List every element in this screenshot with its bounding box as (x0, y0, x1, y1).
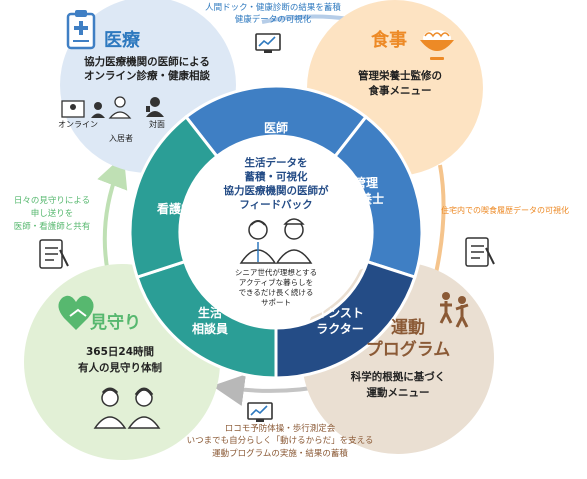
ring-dietitian-label-1: 管理 (353, 176, 378, 190)
resident-label: 入居者 (109, 134, 133, 143)
ring-instructor-label-2: ラクター (316, 322, 364, 336)
ring-segment-nurse (128, 114, 220, 280)
center-disc (184, 140, 368, 324)
medical-description-2: オンライン診療・健康相談 (84, 70, 210, 82)
note-bottom-3: 運動プログラムの実施・結果の蓄積 (212, 449, 348, 459)
checklist-icon (39, 239, 69, 269)
exercise-title-2: プログラム (365, 340, 451, 360)
watch-description-1: 365日24時間 (85, 346, 155, 358)
center-line-3: 協力医療機関の医師が (223, 185, 329, 197)
medical-description-1: 協力医療機関の医師による (84, 56, 210, 68)
meal-description-1: 管理栄養士監修の (358, 70, 442, 82)
center-line-1: 生活データを (244, 157, 308, 169)
monitor-chart-icon (247, 402, 273, 422)
ring-instructor-label-1: インスト (316, 306, 364, 320)
monitor-chart-icon (255, 33, 281, 53)
ring-counselor-label-2: 相談員 (191, 322, 228, 336)
ring-doctor-label: 医師 (263, 121, 288, 135)
exercise-title-1: 運動 (391, 318, 425, 338)
center-sub-2: アクティブな暮らしを (238, 278, 314, 287)
note-left-3: 医師・看護師と共有 (13, 222, 91, 232)
exercising-people-icon (439, 292, 469, 328)
in-person-consultation-icon (146, 97, 164, 117)
meal-title: 食事 (371, 30, 407, 51)
doctor-icon (239, 220, 277, 264)
ring-counselor-label-1: 生活 (197, 306, 222, 320)
note-left-2: 申し送りを (30, 209, 74, 219)
heart-hand-icon (58, 295, 94, 330)
in-person-label: 対面 (149, 120, 165, 129)
checklist-icon (465, 237, 495, 267)
watch-description-2: 有人の見守り体制 (78, 362, 162, 374)
note-top-2: 健康データの可視化 (234, 15, 312, 25)
note-bottom-2: いつまでも自分らしく「動けるからだ」を支える (186, 436, 374, 446)
ring-dietitian-label-2: 栄養士 (347, 192, 384, 206)
note-right: 住宅内での喫食履歴データの可視化 (441, 206, 569, 215)
clipboard-cross-icon (66, 10, 96, 50)
center-line-2: 蓄積・可視化 (244, 171, 308, 183)
meal-description-2: 食事メニュー (368, 85, 432, 97)
center-sub-3: できるだけ長く続ける (238, 288, 314, 297)
staff-pair-icon (93, 387, 161, 429)
medical-title: 医療 (104, 30, 140, 51)
note-bottom-1: ロコモ予防体操・歩行測定会 (224, 424, 336, 434)
note-top-1: 人間ドック・健康診断の結果を蓄積 (205, 3, 341, 13)
note-left-1: 日々の見守りによる (13, 196, 91, 206)
center-sub-1: シニア世代が理想とする (234, 268, 318, 277)
exercise-description-1: 科学的根拠に基づく (350, 371, 446, 383)
ring-nurse-label: 看護師 (156, 202, 193, 216)
exercise-description-2: 運動メニュー (366, 387, 430, 399)
center-sub-4: サポート (261, 298, 291, 307)
nurse-icon (275, 218, 313, 264)
rice-bowl-icon (420, 30, 454, 60)
center-line-4: フィードバック (239, 199, 313, 211)
online-consultation-icon (61, 100, 105, 118)
online-label: オンライン (58, 120, 98, 129)
watch-title: 見守り (90, 313, 141, 333)
ring (128, 84, 424, 380)
resident-icon (108, 96, 132, 119)
